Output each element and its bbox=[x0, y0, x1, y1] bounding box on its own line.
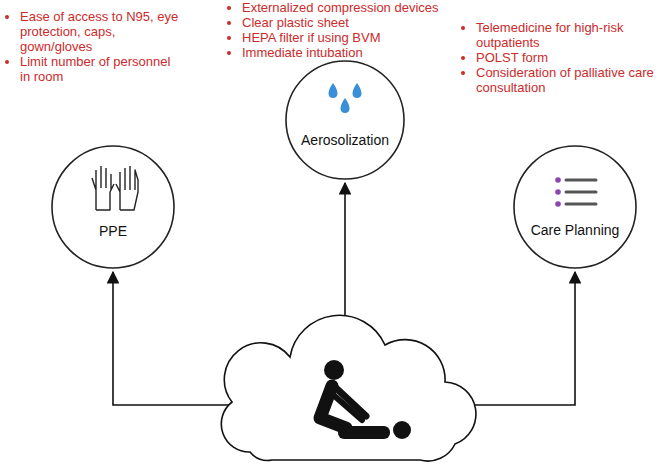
bullet-list: Ease of access to N95, eye protection, c… bbox=[4, 9, 182, 84]
bullet-item: Telemedicine for high-risk outpatients bbox=[476, 20, 660, 50]
circle-outline bbox=[513, 145, 637, 269]
bullet-item: Externalized compression devices bbox=[242, 0, 466, 15]
bullet-item: Immediate intubation bbox=[242, 45, 466, 60]
list-icon bbox=[555, 177, 596, 207]
drops-icon bbox=[329, 83, 362, 113]
bullet-item: POLST form bbox=[476, 50, 660, 65]
bullet-item: Consideration of palliative care consult… bbox=[476, 65, 660, 95]
circle-outline bbox=[51, 145, 175, 269]
circle-outline bbox=[285, 60, 405, 180]
circle-outline bbox=[286, 61, 404, 179]
cpr-figure bbox=[320, 360, 411, 439]
cloud-shape bbox=[221, 315, 476, 461]
arrow-line bbox=[450, 272, 575, 405]
bullet-list: Externalized compression devicesClear pl… bbox=[226, 0, 466, 60]
node-label: PPE bbox=[51, 223, 175, 240]
bullet-item: Ease of access to N95, eye protection, c… bbox=[20, 9, 182, 54]
bullet-list: Telemedicine for high-risk outpatientsPO… bbox=[460, 20, 660, 95]
ppe-circle: PPE bbox=[51, 145, 175, 269]
bullet-item: HEPA filter if using BVM bbox=[242, 30, 466, 45]
circle-outline bbox=[52, 146, 174, 268]
arrow-line bbox=[113, 272, 240, 405]
care-planning-circle: Care Planning bbox=[513, 145, 637, 269]
aerosolization-circle: Aerosolization bbox=[285, 60, 405, 180]
bullet-item: Limit number of personnel in room bbox=[20, 54, 182, 84]
node-label: Aerosolization bbox=[285, 132, 405, 149]
node-label: Care Planning bbox=[513, 222, 637, 239]
glove-icon bbox=[92, 166, 138, 210]
circle-outline bbox=[514, 146, 636, 268]
bullet-item: Clear plastic sheet bbox=[242, 15, 466, 30]
